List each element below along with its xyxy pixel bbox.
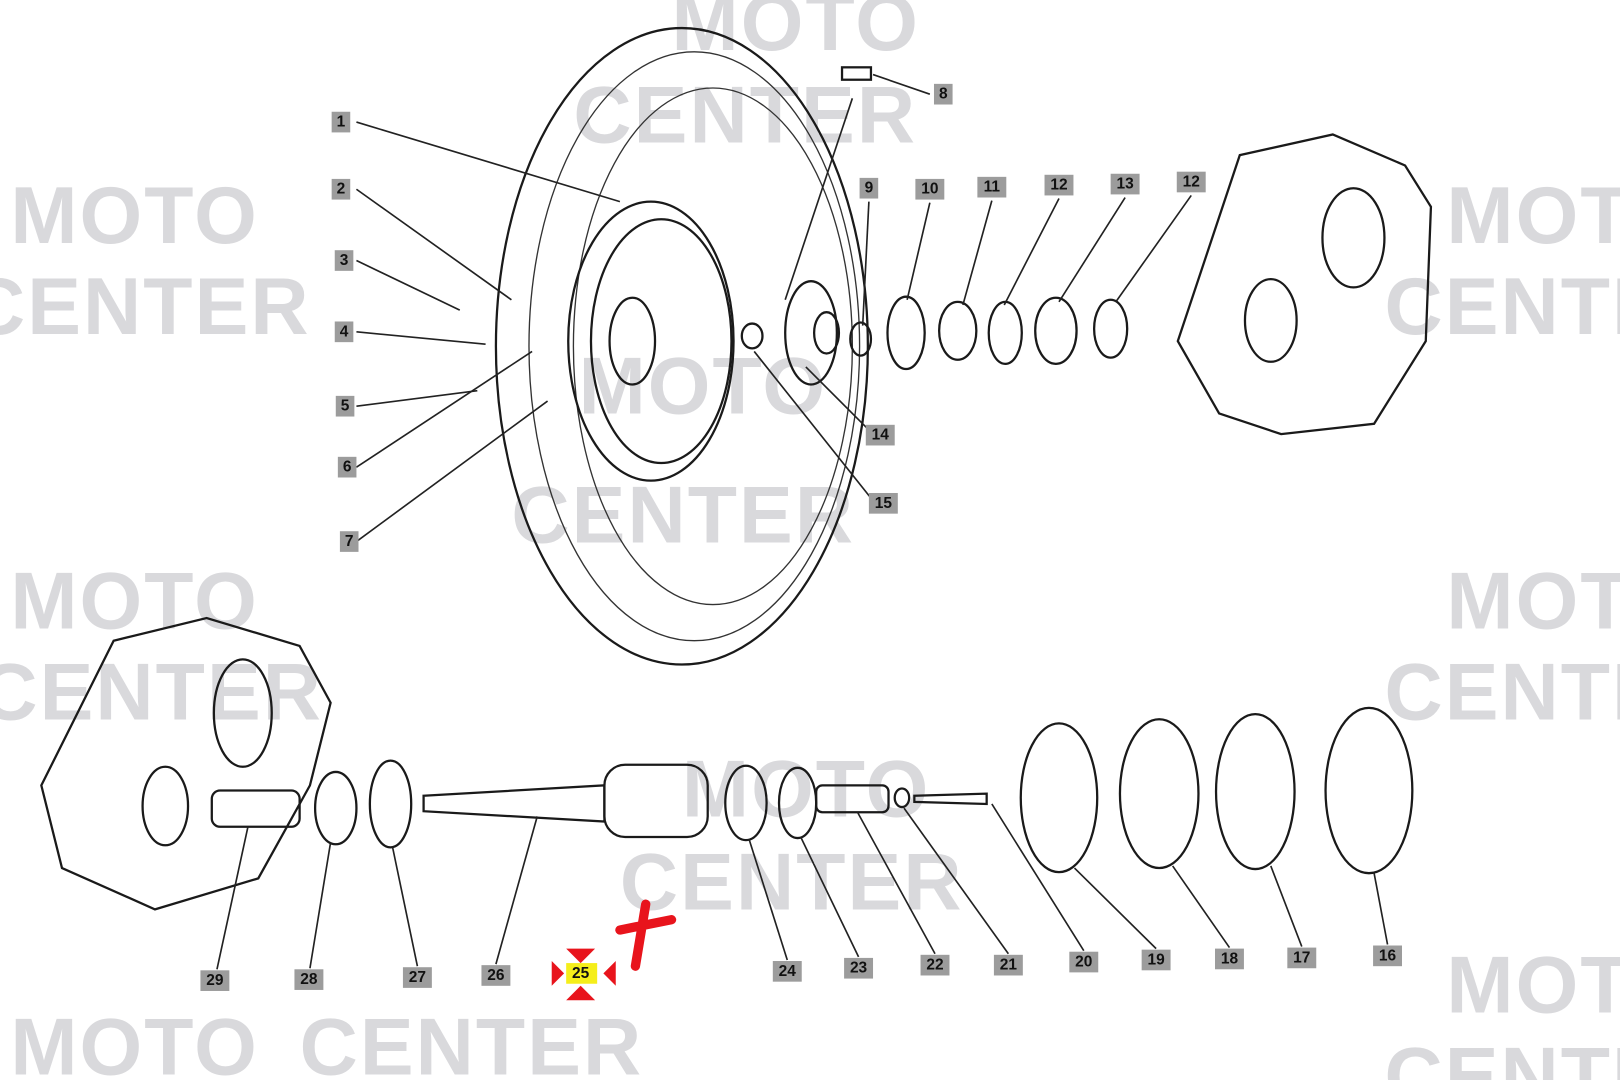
part-label-16[interactable]: 16 <box>1373 945 1403 967</box>
svg-text:CENTER: CENTER <box>0 647 323 737</box>
part-label-5[interactable]: 5 <box>335 395 355 417</box>
svg-text:21: 21 <box>1000 957 1018 974</box>
svg-text:10: 10 <box>921 181 938 198</box>
part-label-6[interactable]: 6 <box>337 456 357 478</box>
svg-text:CENTER: CENTER <box>1384 262 1620 352</box>
part-label-26[interactable]: 26 <box>481 965 511 986</box>
svg-text:MOTO: MOTO <box>10 1003 259 1080</box>
svg-text:27: 27 <box>409 969 426 986</box>
part-label-23[interactable]: 23 <box>844 957 874 979</box>
part-label-22[interactable]: 22 <box>920 954 950 976</box>
svg-text:5: 5 <box>341 398 350 415</box>
part-label-27[interactable]: 27 <box>402 967 432 988</box>
svg-text:23: 23 <box>850 960 868 977</box>
svg-text:19: 19 <box>1147 951 1165 968</box>
svg-text:9: 9 <box>865 180 874 197</box>
part-label-14[interactable]: 14 <box>865 424 895 446</box>
svg-text:CENTER: CENTER <box>1384 647 1620 737</box>
part-label-29[interactable]: 29 <box>200 970 230 991</box>
selection-arrow-bottom <box>566 985 596 1001</box>
part-label-9[interactable]: 9 <box>859 177 879 199</box>
svg-text:2: 2 <box>337 181 346 198</box>
svg-text:13: 13 <box>1116 176 1134 193</box>
svg-text:CENTER: CENTER <box>511 471 855 561</box>
svg-text:25: 25 <box>572 965 590 982</box>
selection-arrow-left <box>551 961 565 986</box>
part-label-17[interactable]: 17 <box>1287 947 1317 969</box>
part-label-12-second[interactable]: 12 <box>1176 171 1206 193</box>
svg-text:MOTO: MOTO <box>579 341 828 431</box>
part-label-10[interactable]: 10 <box>915 178 945 200</box>
svg-text:1: 1 <box>337 114 346 131</box>
svg-text:MOTO: MOTO <box>1446 171 1620 261</box>
part-label-20[interactable]: 20 <box>1069 951 1099 973</box>
svg-text:CENTER: CENTER <box>620 837 964 927</box>
svg-text:MOTO: MOTO <box>682 744 931 834</box>
part-label-25-selected[interactable]: 25 <box>551 948 616 1001</box>
svg-text:MOTO: MOTO <box>672 0 921 68</box>
svg-text:26: 26 <box>487 967 505 984</box>
part-label-24[interactable]: 24 <box>772 961 802 982</box>
svg-text:7: 7 <box>345 533 354 550</box>
svg-text:12: 12 <box>1050 177 1067 194</box>
svg-text:18: 18 <box>1221 950 1239 967</box>
part-label-3[interactable]: 3 <box>334 250 354 271</box>
part-label-4[interactable]: 4 <box>334 321 354 343</box>
part-label-7[interactable]: 7 <box>339 531 359 552</box>
part-label-19[interactable]: 19 <box>1141 949 1171 971</box>
svg-text:28: 28 <box>300 971 318 988</box>
svg-text:MOTO: MOTO <box>10 171 259 261</box>
svg-text:22: 22 <box>926 957 943 974</box>
svg-text:MOTO: MOTO <box>1446 556 1620 646</box>
part-label-15[interactable]: 15 <box>868 492 898 514</box>
part-label-18[interactable]: 18 <box>1215 948 1244 970</box>
svg-text:MOTO: MOTO <box>10 556 259 646</box>
svg-text:8: 8 <box>939 86 948 103</box>
part-label-13[interactable]: 13 <box>1110 173 1140 195</box>
left-crankcase-drawing <box>40 616 332 911</box>
svg-text:MOTO: MOTO <box>1446 941 1620 1031</box>
svg-text:11: 11 <box>984 179 1001 196</box>
svg-text:CENTER: CENTER <box>0 262 311 352</box>
leader-lines <box>216 73 1389 970</box>
part-label-11[interactable]: 11 <box>977 176 1007 198</box>
svg-text:20: 20 <box>1075 954 1092 971</box>
wheel-tire-drawing <box>494 26 869 666</box>
part-label-8[interactable]: 8 <box>933 83 953 105</box>
part-label-28[interactable]: 28 <box>294 969 324 990</box>
svg-text:CENTER: CENTER <box>573 71 917 161</box>
part-label-1[interactable]: 1 <box>331 111 351 133</box>
svg-text:14: 14 <box>872 427 890 444</box>
svg-text:12: 12 <box>1183 174 1200 191</box>
svg-text:17: 17 <box>1293 949 1310 966</box>
svg-text:15: 15 <box>875 495 893 512</box>
svg-text:CENTER: CENTER <box>1384 1032 1620 1080</box>
svg-text:4: 4 <box>340 323 349 340</box>
part-label-2[interactable]: 2 <box>331 178 351 200</box>
svg-text:CENTER: CENTER <box>300 1003 644 1080</box>
selection-arrow-right <box>603 961 616 986</box>
right-crankcase-drawing <box>1176 133 1433 436</box>
svg-text:6: 6 <box>343 459 352 476</box>
svg-text:24: 24 <box>779 963 797 980</box>
svg-text:29: 29 <box>206 972 224 989</box>
part-label-21[interactable]: 21 <box>993 954 1023 976</box>
svg-text:16: 16 <box>1379 947 1397 964</box>
svg-text:3: 3 <box>340 252 349 269</box>
hub-flange-drawing <box>740 66 873 386</box>
shaft-gears-drawing <box>210 706 1414 875</box>
selection-arrow-top <box>566 948 596 964</box>
bearings-drawing <box>849 295 1129 371</box>
part-label-12[interactable]: 12 <box>1044 174 1074 196</box>
red-cross-marker <box>615 899 677 971</box>
